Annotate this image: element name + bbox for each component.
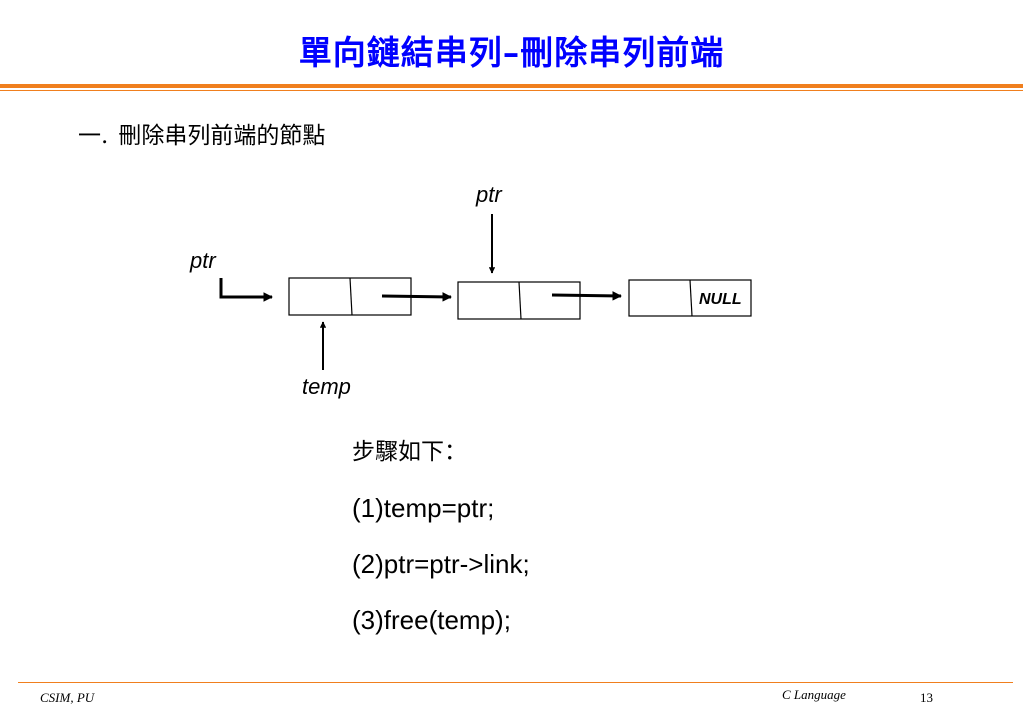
null-label: NULL — [699, 291, 742, 308]
ptr-new-label: ptr — [475, 182, 503, 207]
step-2: (2)ptr=ptr->link; — [352, 549, 530, 579]
section-heading: 一. 刪除串列前端的節點 — [78, 116, 335, 150]
ptr-old-arrow — [219, 278, 273, 302]
footer-rule — [18, 682, 1013, 683]
node-3 — [628, 279, 752, 317]
footer-org: CSIM, PU — [40, 690, 95, 705]
heading-number: 一. — [78, 123, 109, 149]
link-arrow-2 — [551, 291, 622, 301]
title-rule-thin — [0, 90, 1023, 91]
slide-title: 單向鏈結串列–刪除串列前端 — [298, 33, 725, 72]
ptr-old-label: ptr — [189, 248, 217, 273]
title-rule — [0, 84, 1023, 88]
temp-label: temp — [302, 374, 351, 399]
steps-title: 步驟如下： — [352, 439, 467, 465]
node-2 — [457, 281, 581, 320]
step-3: (3)free(temp); — [352, 605, 511, 635]
step-1: (1)temp=ptr; — [352, 493, 495, 523]
footer-course: C Language — [782, 687, 846, 702]
page-number: 13 — [920, 690, 933, 705]
heading-text: 刪除串列前端的節點 — [118, 123, 326, 149]
link-arrow-1 — [381, 292, 452, 302]
steps-block: 步驟如下： (1)temp=ptr; (2)ptr=ptr->link; (3)… — [352, 432, 530, 656]
